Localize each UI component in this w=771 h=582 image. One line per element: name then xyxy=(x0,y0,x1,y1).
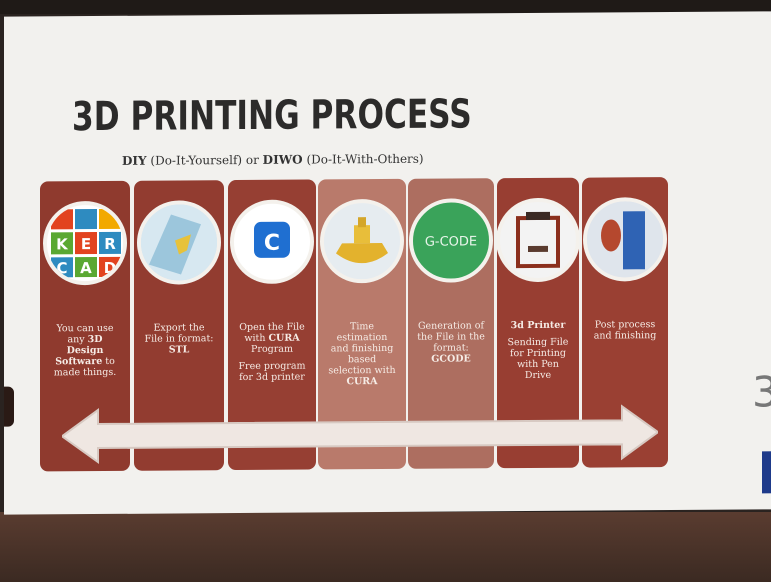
slide-title: 3D PRINTING PROCESS xyxy=(72,91,472,141)
step-text-line: Post process xyxy=(594,319,656,331)
finished-print-icon xyxy=(583,197,667,282)
svg-text:K: K xyxy=(56,235,69,253)
step-text-line: Software to xyxy=(55,355,115,368)
gcode-label: G-CODE xyxy=(425,234,477,249)
cura-logo-letter: C xyxy=(264,231,280,256)
step-text-line: for Printing xyxy=(510,347,566,360)
step-text-line: for 3d printer xyxy=(239,371,305,384)
step-text-line: format: xyxy=(433,342,469,354)
svg-text:A: A xyxy=(80,259,92,277)
step-text-line: Sending File xyxy=(507,336,569,349)
step-text-line: the File in the xyxy=(417,331,485,343)
step-text-line: You can use xyxy=(56,322,114,335)
slide-subtitle: DIY (Do-It-Yourself) or DIWO (Do-It-With… xyxy=(122,152,424,168)
floor xyxy=(0,512,771,582)
logo-fragment xyxy=(762,451,771,494)
step-text-line: GCODE xyxy=(431,353,471,365)
ceiling xyxy=(0,0,771,14)
svg-text:D: D xyxy=(104,259,116,277)
step-text-line: with Pen xyxy=(517,358,559,371)
step-text-line: selection with xyxy=(328,364,396,377)
step-text-line: Program xyxy=(251,343,293,355)
step-text-line: and finishing xyxy=(593,330,657,342)
step-text-line: made things. xyxy=(53,366,117,379)
step-text-line: Free program xyxy=(238,360,306,373)
step-text-line: based xyxy=(347,354,377,366)
svg-text:C: C xyxy=(56,259,67,277)
step-text-line: Generation of xyxy=(417,320,485,332)
tinkercad-logo-icon: K E R C A D xyxy=(43,200,127,286)
next-slide-peek-glyph: 3 xyxy=(752,367,771,417)
step-text-line: Export the xyxy=(153,322,205,334)
double-arrow-icon xyxy=(62,404,658,464)
cura-logo-icon: C xyxy=(230,199,314,285)
step-text-line: with CURA xyxy=(244,332,300,344)
stl-model-icon xyxy=(137,200,221,285)
svg-text:R: R xyxy=(104,235,116,253)
step-text-line: and finishing xyxy=(330,342,394,355)
step-text-line: estimation xyxy=(336,332,388,344)
step-text-line: Open the File xyxy=(239,321,305,334)
subtitle-diwo-rest: (Do-It-With-Others) xyxy=(302,151,424,167)
svg-text:E: E xyxy=(81,235,91,253)
subtitle-diy: DIY xyxy=(122,153,147,168)
step-text-line: Drive xyxy=(524,369,552,382)
subtitle-diy-rest: (Do-It-Yourself) or xyxy=(146,152,263,168)
step-text-line: any 3D xyxy=(67,333,103,346)
step-text-line: File in format: xyxy=(144,333,214,345)
speaker-silhouette xyxy=(4,386,14,427)
step-text-line: STL xyxy=(168,344,190,356)
step-text-line: 3d Printer xyxy=(510,319,566,332)
boat-model-icon xyxy=(320,198,404,284)
step-text-line: Design xyxy=(66,344,104,357)
step-text-line: Time xyxy=(349,321,374,333)
step-text-line: CURA xyxy=(346,376,378,388)
subtitle-diwo: DIWO xyxy=(262,152,303,167)
presentation-slide: 3D PRINTING PROCESS DIY (Do-It-Yourself)… xyxy=(4,11,771,515)
gcode-icon: G-CODE xyxy=(409,198,493,283)
printer-icon xyxy=(497,197,579,283)
